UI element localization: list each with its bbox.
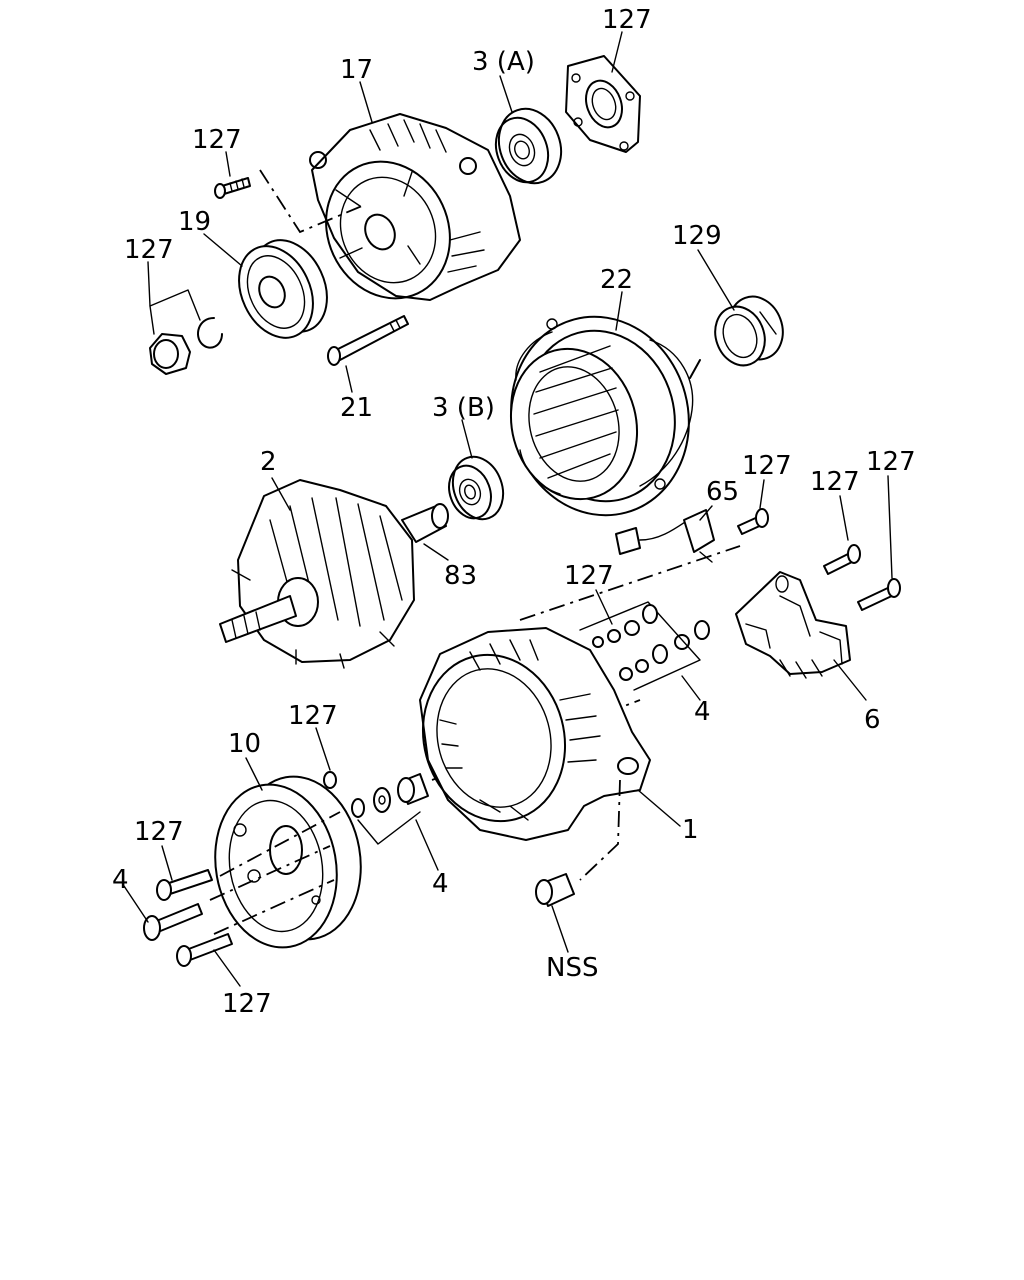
label-4-bolt-left: 4 (112, 865, 129, 895)
label-nss: NSS (546, 953, 598, 983)
label-127-ring: 127 (288, 701, 338, 731)
label-127-bolt-left: 127 (134, 817, 184, 847)
label-17: 17 (340, 55, 373, 85)
label-2: 2 (260, 447, 277, 477)
label-3a: 3 (A) (472, 47, 535, 77)
regulator-part (735, 571, 851, 679)
rear-housing-part (419, 627, 651, 841)
nut-part (149, 333, 191, 375)
label-19: 19 (178, 207, 211, 237)
spacer-group-part (351, 773, 429, 845)
label-4-spacer: 4 (432, 869, 449, 899)
spring-washer-part (197, 317, 223, 349)
bearing-sleeve-part (714, 295, 784, 367)
front-cover-part (214, 775, 362, 949)
washer-nut-group-part (579, 601, 710, 691)
stator-part (509, 315, 701, 517)
bolt-left-middle-part (143, 903, 203, 941)
label-127-plate: 127 (602, 5, 652, 35)
connector-part (615, 509, 715, 563)
bolt-regulator-upper-part (823, 544, 861, 575)
label-127-washers: 127 (564, 561, 614, 591)
rear-bearing-plate-part (565, 55, 641, 153)
bolt-regulator-far-part (857, 578, 901, 611)
drive-end-housing-part (309, 113, 521, 301)
label-4-washers: 4 (694, 697, 711, 727)
label-3b: 3 (B) (432, 393, 495, 423)
through-bolt-part (327, 315, 409, 366)
bearing-b-part (448, 455, 505, 521)
bolt-left-upper-part (156, 869, 213, 901)
label-127-bolt-bottom: 127 (222, 989, 272, 1019)
label-127-regulator-upper: 127 (810, 467, 860, 497)
label-65: 65 (706, 477, 739, 507)
label-10: 10 (228, 729, 261, 759)
label-129: 129 (672, 221, 722, 251)
leader-lines (123, 31, 893, 987)
label-127-nut: 127 (124, 235, 174, 265)
label-6: 6 (864, 705, 881, 735)
label-127-bolt-65: 127 (742, 451, 792, 481)
label-83: 83 (444, 561, 477, 591)
bearing-a-part (494, 107, 563, 185)
rotor-part (219, 479, 449, 669)
label-1: 1 (682, 815, 699, 845)
label-22: 22 (600, 265, 633, 295)
bolt-65-part (737, 508, 769, 535)
screw-top-part (214, 177, 251, 199)
bushing-nss-part (535, 873, 575, 907)
bolt-left-lower-part (176, 933, 233, 967)
pulley-part (238, 239, 328, 339)
label-127-screw: 127 (192, 125, 242, 155)
label-21: 21 (340, 393, 373, 423)
ring-part (323, 771, 337, 789)
callout-labels: 127 3 (A) 17 127 19 127 21 22 129 3 (B) … (112, 5, 916, 1019)
label-127-regulator-far: 127 (866, 447, 916, 477)
